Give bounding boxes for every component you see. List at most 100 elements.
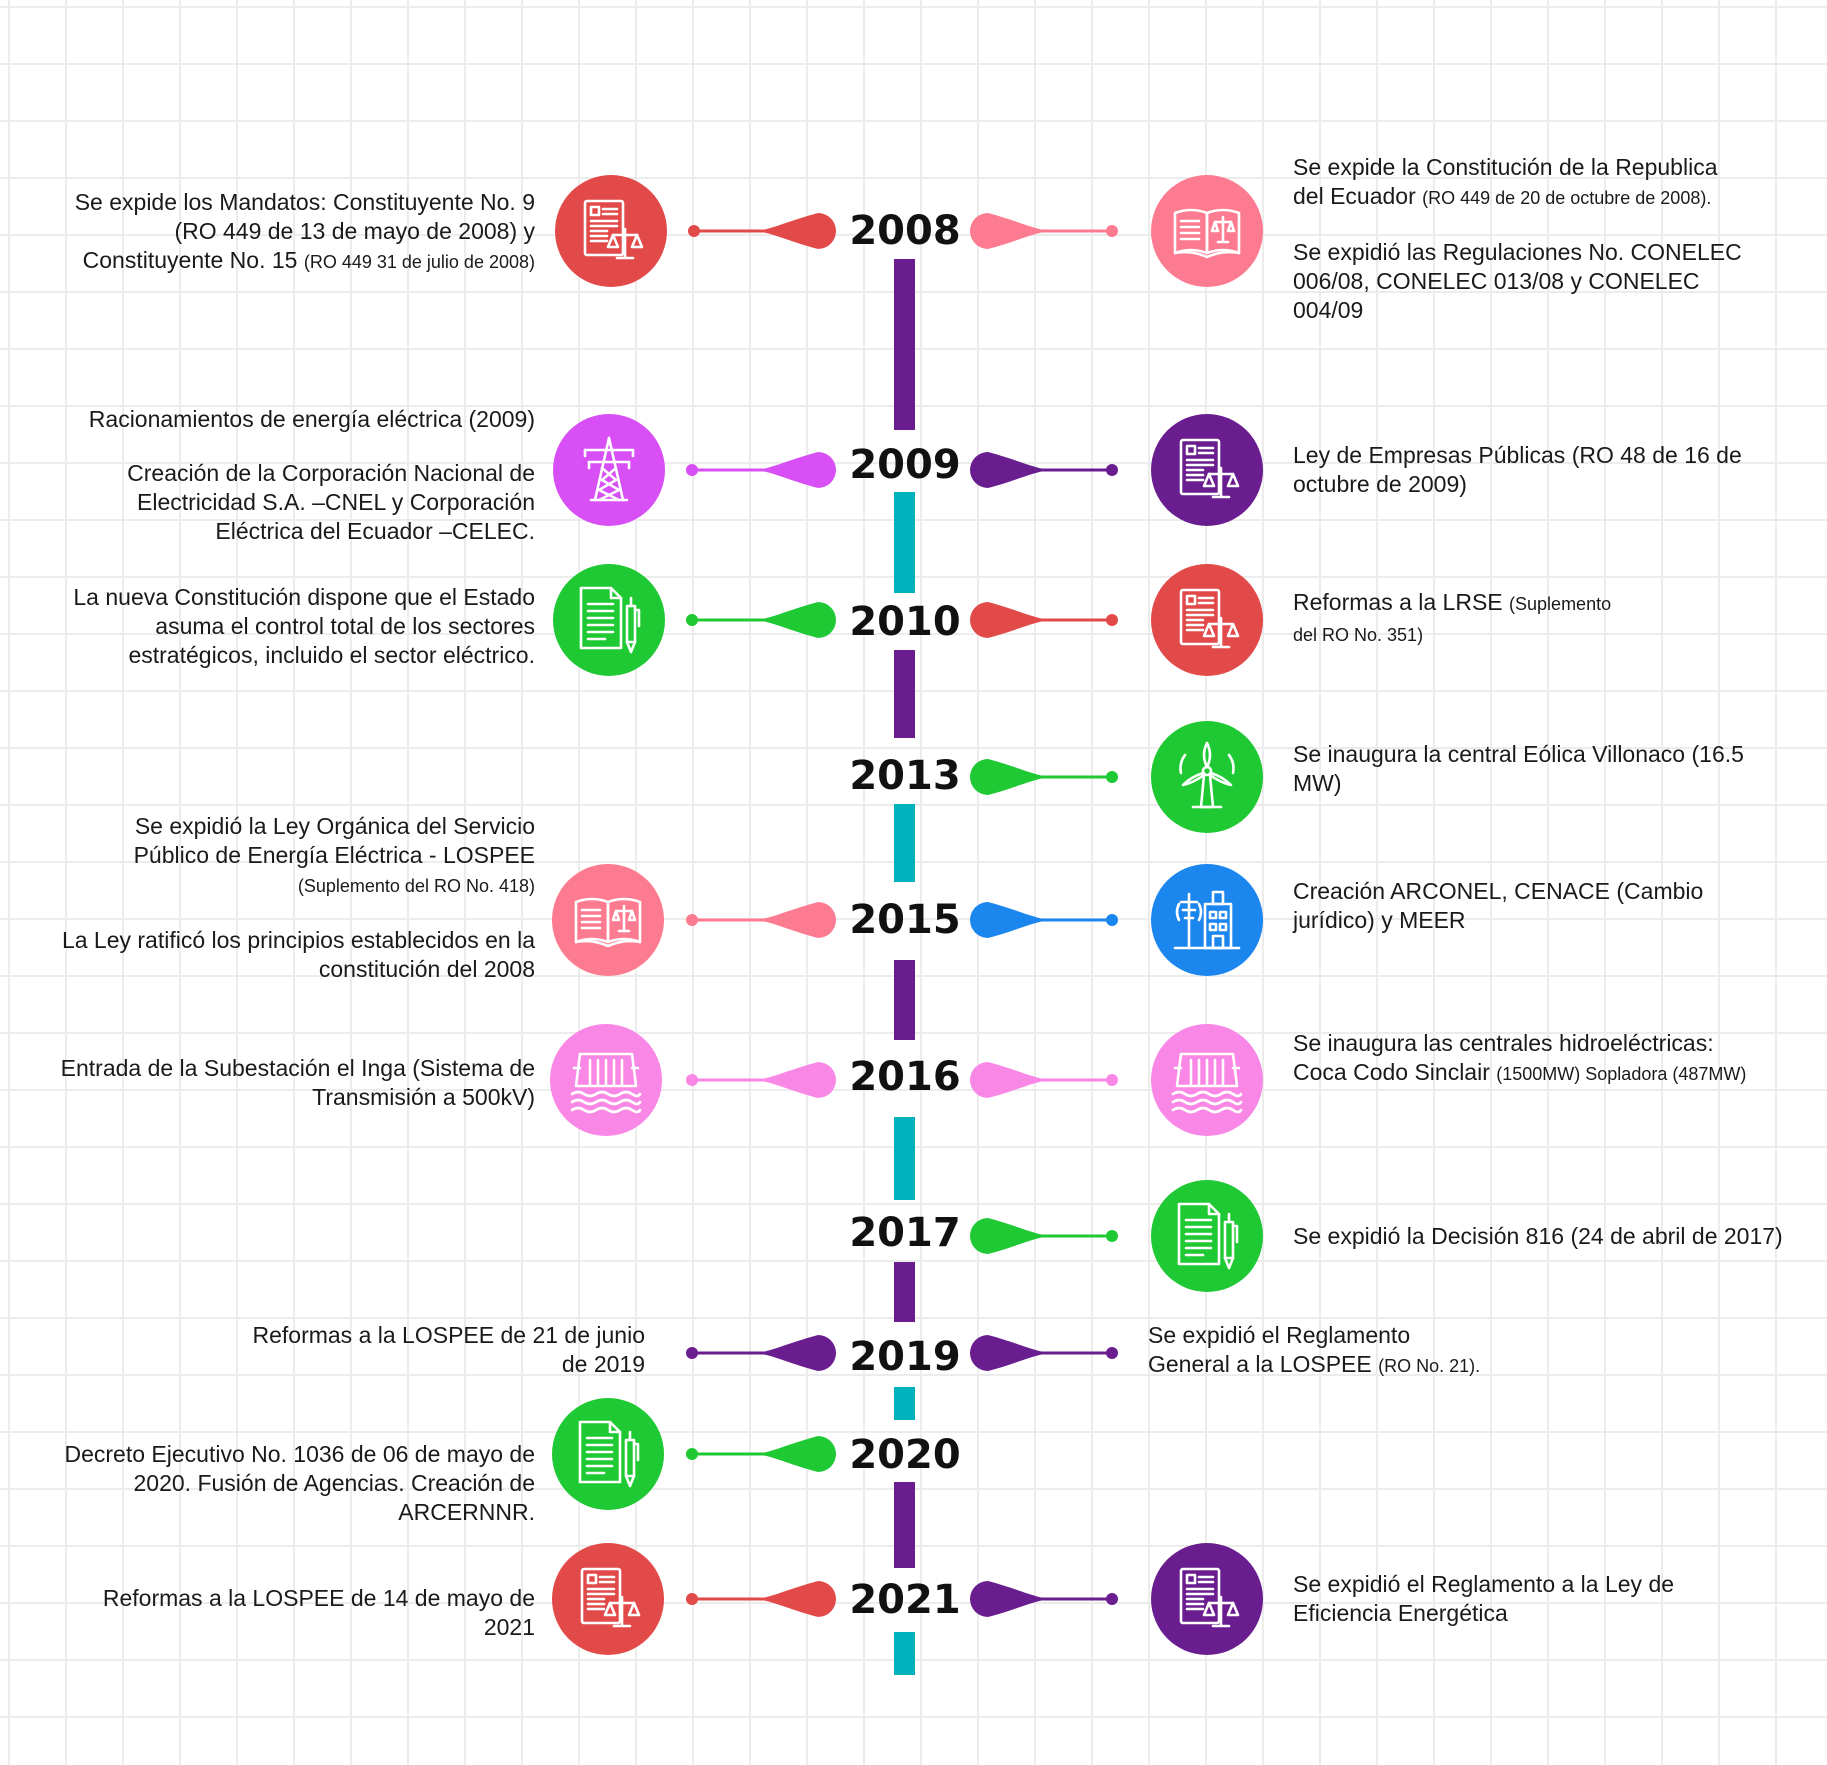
event-paragraph: Se inaugura las centrales hidroeléctrica… bbox=[1293, 1029, 1753, 1089]
event-description: Se expidió el Reglamento General a la LO… bbox=[1148, 1322, 1411, 1377]
timeline-spine-segment bbox=[894, 1482, 915, 1568]
event-description: Entrada de la Subestación el Inga (Siste… bbox=[60, 1055, 535, 1110]
event-icon-circle-2010-left bbox=[553, 564, 665, 676]
event-description: Ley de Empresas Públicas (RO 48 de 16 de… bbox=[1293, 442, 1742, 497]
connector-2019-right bbox=[970, 1335, 1118, 1371]
event-description: Se inaugura las centrales hidroeléctrica… bbox=[1293, 1030, 1714, 1085]
event-description: Creación de la Corporación Nacional de E… bbox=[127, 460, 535, 544]
event-icon-circle-2016-right bbox=[1151, 1024, 1263, 1136]
event-description: Racionamientos de energía eléctrica (200… bbox=[88, 406, 535, 432]
event-text-2016-right: Se inaugura las centrales hidroeléctrica… bbox=[1293, 1029, 1753, 1089]
event-text-2010-right: Reformas a la LRSE (Suplemento del RO No… bbox=[1293, 588, 1613, 650]
hydro-dam-icon bbox=[570, 1044, 642, 1116]
event-text-2015-left: Se expidió la Ley Orgánica del Servicio … bbox=[58, 812, 535, 984]
event-paragraph: Decreto Ejecutivo No. 1036 de 06 de mayo… bbox=[58, 1440, 535, 1527]
event-paragraph: Se expidió las Regulaciones No. CONELEC … bbox=[1293, 238, 1753, 325]
event-description: Se inaugura la central Eólica Villonaco … bbox=[1293, 741, 1744, 796]
year-label-2010: 2010 bbox=[849, 599, 961, 645]
connector-2021-right bbox=[970, 1581, 1118, 1617]
timeline-spine-segment bbox=[894, 1632, 915, 1675]
event-paragraph: Se expidió el Reglamento General a la LO… bbox=[1148, 1321, 1498, 1381]
event-icon-circle-2021-right bbox=[1151, 1543, 1263, 1655]
connector-2008-right bbox=[970, 213, 1118, 249]
event-description: Se expide los Mandatos: Constituyente No… bbox=[74, 189, 535, 273]
event-description: Se expidió la Decisión 816 (24 de abril … bbox=[1293, 1223, 1783, 1249]
event-description: Reformas a la LOSPEE de 14 de mayo de 20… bbox=[102, 1585, 535, 1640]
event-paragraph: Reformas a la LOSPEE de 21 de junio de 2… bbox=[240, 1321, 645, 1379]
event-description: La Ley ratificó los principios estableci… bbox=[61, 927, 535, 982]
event-note: (Suplemento del RO No. 418) bbox=[297, 876, 535, 896]
event-paragraph: Entrada de la Subestación el Inga (Siste… bbox=[58, 1054, 535, 1112]
event-note: (RO 449 31 de julio de 2008) bbox=[303, 252, 535, 272]
document-pen-icon bbox=[573, 584, 645, 656]
event-paragraph: Se expide los Mandatos: Constituyente No… bbox=[58, 188, 535, 277]
connector-2015-right bbox=[970, 902, 1118, 938]
event-paragraph: Reformas a la LRSE (Suplemento del RO No… bbox=[1293, 588, 1613, 650]
event-icon-circle-2015-right bbox=[1151, 864, 1263, 976]
event-description: Reformas a la LOSPEE de 21 de junio de 2… bbox=[252, 1322, 645, 1377]
law-book-icon bbox=[1171, 195, 1243, 267]
event-icon-circle-2009-right bbox=[1151, 414, 1263, 526]
timeline-spine-segment bbox=[894, 1117, 915, 1200]
connector-2010-right bbox=[970, 602, 1118, 638]
timeline-spine-segment bbox=[894, 492, 915, 593]
timeline-spine-segment bbox=[894, 960, 915, 1040]
timeline-spine-segment bbox=[894, 259, 915, 430]
event-icon-circle-2020-left bbox=[552, 1398, 664, 1510]
event-note: (Suplemento del RO No. 351) bbox=[1293, 594, 1612, 645]
event-text-2017-right: Se expidió la Decisión 816 (24 de abril … bbox=[1293, 1222, 1783, 1251]
connector-2015-left bbox=[686, 902, 836, 938]
event-text-2020-left: Decreto Ejecutivo No. 1036 de 06 de mayo… bbox=[58, 1440, 535, 1527]
event-text-2013-right: Se inaugura la central Eólica Villonaco … bbox=[1293, 740, 1753, 798]
connector-2008-left bbox=[688, 213, 836, 249]
event-paragraph: Racionamientos de energía eléctrica (200… bbox=[58, 405, 535, 434]
event-description: Se expidió la Ley Orgánica del Servicio … bbox=[133, 813, 535, 868]
event-text-2010-left: La nueva Constitución dispone que el Est… bbox=[58, 583, 535, 670]
power-tower-icon bbox=[573, 434, 645, 506]
event-description: La nueva Constitución dispone que el Est… bbox=[73, 584, 535, 668]
connector-2020-left bbox=[686, 1436, 836, 1472]
document-pen-icon bbox=[1171, 1200, 1243, 1272]
event-icon-circle-2015-left bbox=[552, 864, 664, 976]
event-icon-circle-2008-right bbox=[1151, 175, 1263, 287]
event-paragraph: La nueva Constitución dispone que el Est… bbox=[58, 583, 535, 670]
connector-2009-left bbox=[686, 452, 836, 488]
wind-turbine-icon bbox=[1171, 741, 1243, 813]
event-description: Reformas a la LRSE bbox=[1293, 589, 1510, 615]
event-description: Decreto Ejecutivo No. 1036 de 06 de mayo… bbox=[64, 1441, 535, 1525]
connector-2021-left bbox=[686, 1581, 836, 1617]
timeline-spine-segment bbox=[894, 650, 915, 738]
law-document-icon bbox=[1171, 1563, 1243, 1635]
timeline-spine-segment bbox=[894, 804, 915, 882]
event-icon-circle-2021-left bbox=[552, 1543, 664, 1655]
connector-2017-right bbox=[970, 1218, 1118, 1254]
event-paragraph: Creación ARCONEL, CENACE (Cambio jurídic… bbox=[1293, 877, 1753, 935]
connector-2019-left bbox=[686, 1335, 836, 1371]
event-paragraph: Ley de Empresas Públicas (RO 48 de 16 de… bbox=[1293, 441, 1753, 499]
year-label-2015: 2015 bbox=[849, 897, 961, 943]
event-text-2015-right: Creación ARCONEL, CENACE (Cambio jurídic… bbox=[1293, 877, 1753, 935]
event-text-2008-right: Se expide la Constitución de la Republic… bbox=[1293, 153, 1753, 325]
year-label-2021: 2021 bbox=[849, 1577, 961, 1623]
event-description: Creación ARCONEL, CENACE (Cambio jurídic… bbox=[1293, 878, 1704, 933]
event-note: (1500MW) Sopladora (487MW) bbox=[1496, 1064, 1747, 1084]
event-text-2016-left: Entrada de la Subestación el Inga (Siste… bbox=[58, 1054, 535, 1112]
event-icon-circle-2009-left bbox=[553, 414, 665, 526]
year-label-2009: 2009 bbox=[849, 442, 961, 488]
event-text-2021-right: Se expidió el Reglamento a la Ley de Efi… bbox=[1293, 1570, 1753, 1628]
year-label-2017: 2017 bbox=[849, 1210, 961, 1256]
document-pen-icon bbox=[572, 1418, 644, 1490]
event-icon-circle-2008-left bbox=[555, 175, 667, 287]
event-description: Se expidió el Reglamento a la Ley de Efi… bbox=[1293, 1571, 1675, 1626]
connector-2016-left bbox=[686, 1062, 836, 1098]
event-paragraph: Reformas a la LOSPEE de 14 de mayo de 20… bbox=[58, 1584, 535, 1642]
event-description: Se expidió las Regulaciones No. CONELEC … bbox=[1293, 239, 1742, 323]
event-paragraph: Se expide la Constitución de la Republic… bbox=[1293, 153, 1753, 213]
event-description: Se expide la Constitución de la Republic… bbox=[1293, 154, 1718, 209]
hydro-dam-icon bbox=[1171, 1044, 1243, 1116]
year-label-2020: 2020 bbox=[849, 1432, 961, 1478]
connector-2016-right bbox=[970, 1062, 1118, 1098]
power-building-icon bbox=[1171, 884, 1243, 956]
law-document-icon bbox=[575, 195, 647, 267]
